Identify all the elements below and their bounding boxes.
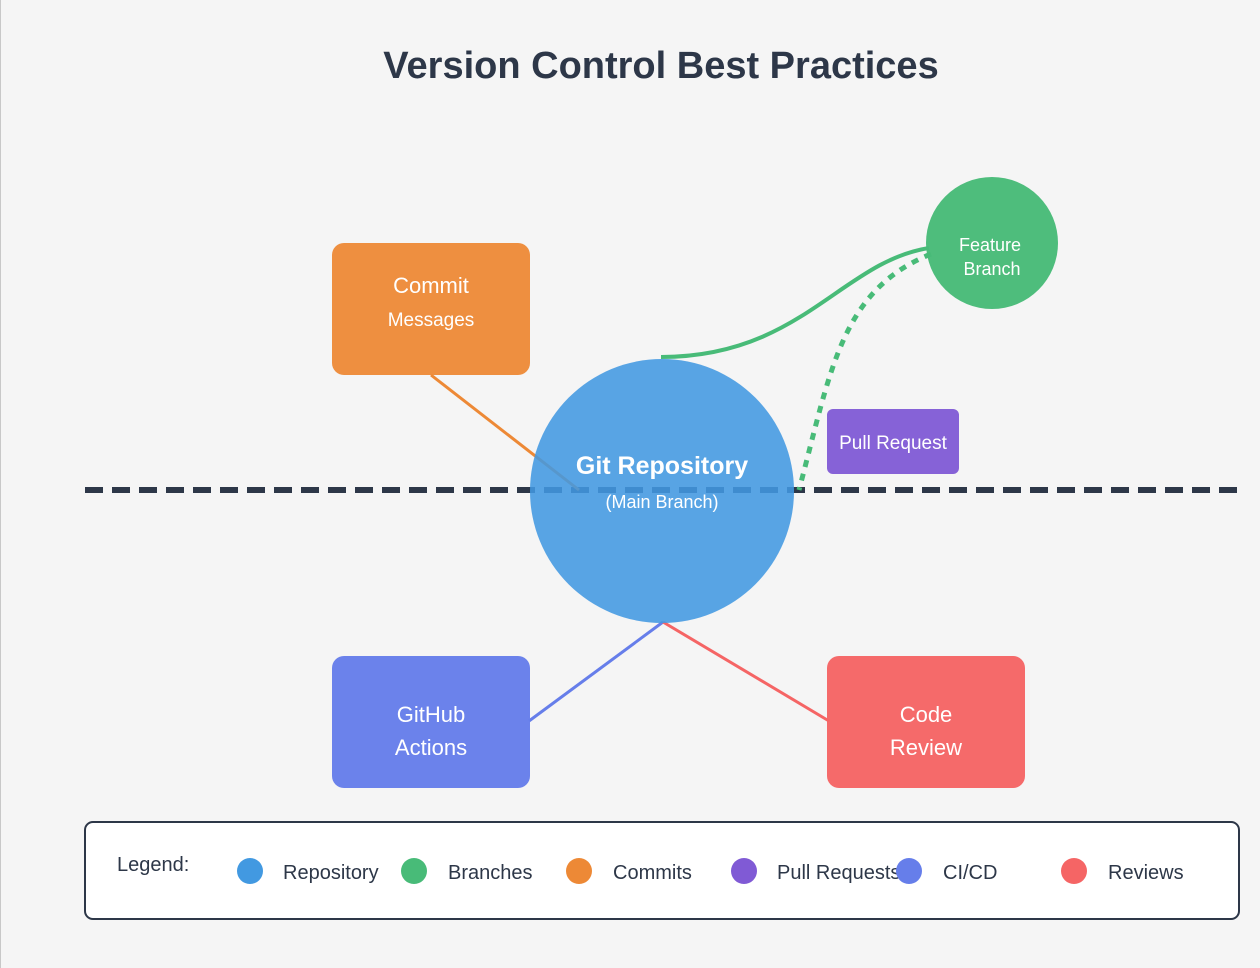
branch-curve [660, 246, 930, 359]
pull-request-node: Pull Request [827, 409, 959, 474]
legend: Legend: Repository Branches Commits Pull… [84, 821, 1240, 920]
commit-messages-node: Commit Messages [332, 243, 530, 375]
legend-label-cicd: CI/CD [943, 862, 997, 884]
code-review-line1: Code [900, 702, 953, 727]
legend-label-reviews: Reviews [1108, 862, 1184, 884]
commit-messages-line2: Messages [388, 310, 475, 331]
legend-item-reviews: Reviews [1061, 858, 1184, 884]
github-actions-line1: GitHub [397, 702, 465, 727]
diagram-title: Version Control Best Practices [383, 45, 938, 87]
legend-item-branches: Branches [401, 858, 533, 884]
legend-label-pull-requests: Pull Requests [777, 862, 900, 884]
github-actions-node: GitHub Actions [332, 656, 530, 788]
feature-branch-line1: Feature [959, 235, 1021, 255]
legend-item-commits: Commits [566, 858, 692, 884]
legend-label-branches: Branches [448, 862, 533, 884]
repository-node: Git Repository (Main Branch) [530, 359, 794, 623]
github-actions-line2: Actions [395, 735, 467, 760]
legend-item-repository: Repository [237, 858, 379, 884]
legend-item-cicd: CI/CD [896, 858, 997, 884]
cicd-connector [528, 620, 664, 723]
review-connector [662, 620, 830, 723]
feature-branch-line2: Branch [963, 259, 1020, 279]
legend-heading: Legend: [117, 854, 189, 876]
code-review-node: Code Review [827, 656, 1025, 788]
feature-branch-node: Feature Branch [926, 177, 1058, 309]
legend-label-repository: Repository [283, 862, 379, 884]
code-review-line2: Review [890, 735, 962, 760]
legend-item-pull-requests: Pull Requests [731, 858, 900, 884]
commit-messages-line1: Commit [393, 273, 469, 298]
pull-request-label: Pull Request [839, 433, 947, 454]
repository-subtitle: (Main Branch) [605, 492, 718, 512]
merge-curve [796, 251, 932, 491]
repository-title: Git Repository [576, 452, 748, 480]
legend-label-commits: Commits [613, 862, 692, 884]
